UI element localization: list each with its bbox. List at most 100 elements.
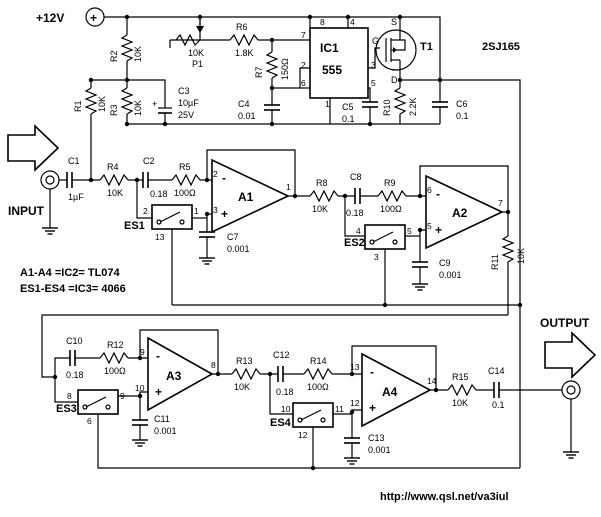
- r5-value: 100Ω: [174, 188, 196, 198]
- c1-label: C1: [68, 156, 80, 166]
- output-label: OUTPUT: [540, 316, 590, 330]
- svg-text:1: 1: [194, 206, 199, 216]
- svg-text:5: 5: [371, 78, 376, 88]
- svg-text:2: 2: [213, 169, 218, 179]
- note-line1: A1-A4 =IC2= TL074: [20, 267, 121, 279]
- c1-value: 1µF: [68, 192, 84, 202]
- r12-label: R12: [107, 340, 124, 350]
- svg-text:6: 6: [87, 416, 92, 426]
- r2-label: R2: [109, 50, 119, 62]
- a4-minus: -: [370, 365, 374, 379]
- r5-label: R5: [179, 162, 191, 172]
- svg-text:3: 3: [374, 252, 379, 262]
- c9-label: C9: [439, 258, 451, 268]
- r10-label: R10: [382, 99, 392, 116]
- r13-label: R13: [236, 356, 253, 366]
- opamp-a3: [147, 336, 214, 412]
- a4-plus: +: [369, 401, 376, 415]
- input-arrow: [7, 124, 60, 172]
- svg-text:6: 6: [301, 78, 306, 88]
- svg-text:8: 8: [67, 391, 72, 401]
- svg-text:3: 3: [213, 205, 218, 215]
- r15-label: R15: [452, 372, 469, 382]
- c13-label: C13: [368, 433, 385, 443]
- svg-text:2: 2: [143, 206, 148, 216]
- a3-plus: +: [155, 385, 162, 399]
- svg-text:11: 11: [335, 404, 344, 414]
- output-jack: [561, 380, 581, 400]
- r9-label: R9: [384, 178, 396, 188]
- c14-label: C14: [488, 366, 505, 376]
- r1-value: 10K: [97, 96, 107, 112]
- svg-text:2: 2: [301, 60, 306, 70]
- t1-gate: G: [372, 36, 379, 46]
- switch-es4: [292, 402, 334, 428]
- a3-minus: -: [156, 349, 160, 363]
- c10-value: 0.18: [66, 370, 84, 380]
- t1-label: T1: [420, 41, 433, 53]
- note-line2: ES1-ES4 =IC3= 4066: [20, 283, 126, 295]
- svg-text:5: 5: [407, 226, 412, 236]
- ic1-555: [309, 27, 369, 99]
- a2-minus: -: [436, 187, 440, 201]
- es2-label: ES2: [344, 237, 365, 249]
- input-label: INPUT: [8, 204, 45, 218]
- c7-value: 0.001: [227, 244, 250, 254]
- a1-label: A1: [238, 190, 254, 204]
- svg-text:9: 9: [140, 347, 145, 357]
- switch-es2: [364, 224, 406, 250]
- r6-value: 1.8K: [235, 48, 254, 58]
- r6-label: R6: [236, 22, 248, 32]
- r2-value: 10K: [133, 46, 143, 62]
- t1-source: S: [391, 17, 397, 27]
- ic1-part: 555: [322, 63, 342, 77]
- r4-value: 10K: [107, 188, 123, 198]
- svg-text:1: 1: [325, 99, 330, 109]
- c10-label: C10: [66, 336, 83, 346]
- svg-text:10: 10: [135, 383, 145, 393]
- svg-text:7: 7: [301, 30, 306, 40]
- svg-text:8: 8: [211, 360, 216, 370]
- r1-label: R1: [73, 100, 83, 112]
- r14-value: 100Ω: [307, 382, 329, 392]
- svg-text:7: 7: [498, 198, 503, 208]
- r11-value: 10K: [516, 248, 526, 264]
- t1-drain: D: [391, 75, 398, 85]
- ic1-label: IC1: [320, 41, 339, 55]
- a4-label: A4: [382, 385, 398, 399]
- svg-text:+: +: [152, 99, 157, 109]
- svg-text:5: 5: [427, 221, 432, 231]
- a2-plus: +: [435, 223, 442, 237]
- c4-label: C4: [238, 99, 250, 109]
- opamp-a2: [425, 174, 504, 250]
- p1-value: 10K: [188, 48, 204, 58]
- t1-mosfet: [375, 29, 417, 71]
- c12-label: C12: [273, 350, 290, 360]
- c5-label: C5: [342, 102, 354, 112]
- c3-label: C3: [178, 86, 190, 96]
- r10-value: 2.2K: [408, 97, 418, 116]
- r4-label: R4: [107, 162, 119, 172]
- c7-label: C7: [227, 232, 239, 242]
- c6-label: C6: [456, 99, 468, 109]
- svg-text:1: 1: [286, 182, 291, 192]
- a1-minus: -: [222, 171, 226, 185]
- r11-label: R11: [490, 254, 500, 270]
- r8-value: 10K: [312, 204, 328, 214]
- input-jack: [40, 170, 60, 190]
- c13-value: 0.001: [368, 445, 391, 455]
- output-arrow: [544, 331, 597, 379]
- svg-text:13: 13: [350, 362, 360, 372]
- svg-text:4: 4: [350, 17, 355, 27]
- opamp-a1: [211, 158, 290, 234]
- svg-text:8: 8: [320, 17, 325, 27]
- svg-text:6: 6: [427, 185, 432, 195]
- svg-text:13: 13: [155, 232, 165, 242]
- c12-value: 0.18: [276, 387, 294, 397]
- c9-value: 0.001: [439, 270, 462, 280]
- svg-text:12: 12: [350, 398, 360, 408]
- r8-label: R8: [316, 178, 328, 188]
- supply-label: +12V: [36, 11, 64, 25]
